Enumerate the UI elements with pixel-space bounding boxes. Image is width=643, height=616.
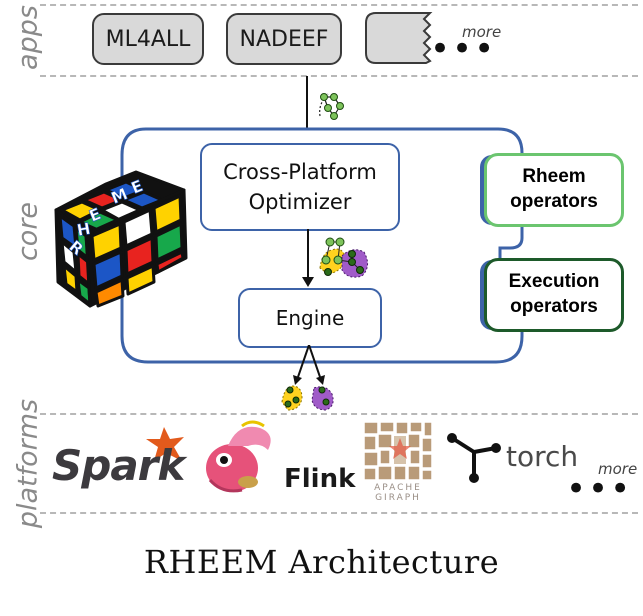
app-nadeef-label: NADEEF <box>239 26 329 52</box>
rheem-operators-label: Rheem operators <box>510 166 598 212</box>
app-nadeef[interactable]: NADEEF <box>226 13 342 65</box>
layer-label-platforms: platforms <box>12 398 44 529</box>
rheem-operators-tab[interactable]: Rheem operators <box>484 153 624 227</box>
layer-label-core: core <box>12 201 44 262</box>
separator-core-platforms <box>40 413 638 415</box>
platform-spark[interactable]: Spark <box>52 425 192 495</box>
flink-squirrel-icon <box>206 420 271 493</box>
platforms-more-dots: ••• <box>566 469 633 509</box>
engine-to-platforms-arrows <box>293 345 325 385</box>
spark-star-icon <box>146 427 184 461</box>
engine-box[interactable]: Engine <box>238 288 382 348</box>
platforms-more-label: more <box>598 460 638 478</box>
plan-graph-icon <box>319 93 344 120</box>
app-ml4all-label: ML4ALL <box>105 26 191 52</box>
platform-plans-icon <box>281 385 334 411</box>
platform-giraph-label: APACHE GIRAPH <box>374 483 422 503</box>
engine-label: Engine <box>275 306 345 330</box>
apps-more-label: more <box>462 23 502 41</box>
diagram-title: RHEEM Architecture <box>143 543 500 581</box>
separator-top <box>40 4 638 6</box>
execution-operators-label: Execution operators <box>508 271 600 317</box>
giraph-pattern-icon <box>363 421 433 481</box>
torch-graph-icon <box>447 433 501 483</box>
rheem-cube-logo: M E R H E <box>54 170 188 308</box>
app-ml4all[interactable]: ML4ALL <box>92 13 204 65</box>
execution-plan-icon <box>319 237 368 278</box>
platform-flink-label: Flink <box>284 464 356 494</box>
svg-text:H: H <box>75 219 91 240</box>
layer-label-apps: apps <box>12 5 44 70</box>
optimizer-label: Cross-Platform Optimizer <box>223 159 377 214</box>
separator-apps-core <box>40 75 638 77</box>
svg-text:M: M <box>108 184 130 208</box>
platform-torch[interactable]: torch <box>446 428 578 486</box>
app-more-placeholder <box>365 12 433 64</box>
platform-giraph[interactable]: APACHE GIRAPH <box>360 420 436 506</box>
apps-more-dots: ••• <box>430 29 497 69</box>
cross-platform-optimizer-box[interactable]: Cross-Platform Optimizer <box>200 143 400 231</box>
platform-torch-label: torch <box>506 440 579 473</box>
separator-bottom <box>40 512 638 514</box>
optimizer-to-engine-arrow <box>302 229 314 287</box>
platform-flink[interactable]: Flink <box>202 420 356 498</box>
execution-operators-tab[interactable]: Execution operators <box>484 258 624 332</box>
platform-spark-label: Spark <box>52 441 185 490</box>
